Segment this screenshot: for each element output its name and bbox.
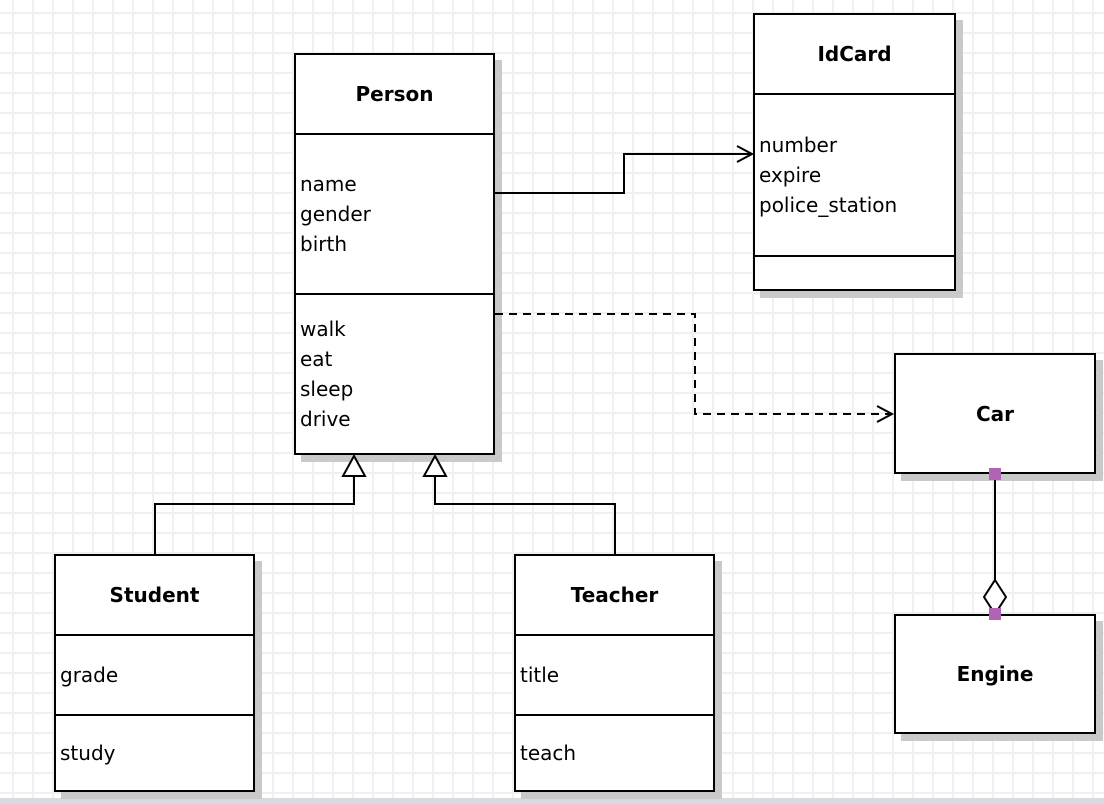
method: teach — [520, 741, 577, 765]
attribute: number — [759, 133, 838, 157]
class-title: Person — [355, 82, 434, 106]
class-title: Student — [109, 583, 200, 607]
edge-generalization-student-person[interactable] — [154, 476, 355, 554]
hollow-diamond-icon — [982, 578, 1008, 616]
methods-compartment: walk eat sleep drive — [296, 293, 493, 453]
class-box-student[interactable]: Student grade study — [54, 554, 255, 792]
class-box-car[interactable]: Car — [894, 353, 1096, 474]
attributes-compartment: title — [516, 634, 713, 714]
canvas-bottom-edge — [0, 798, 1104, 804]
methods-compartment: teach — [516, 714, 713, 790]
attributes-compartment: number expire police_station — [755, 93, 954, 255]
methods-compartment-empty — [755, 255, 954, 289]
class-box-engine[interactable]: Engine — [894, 614, 1096, 734]
attribute: name — [300, 172, 357, 196]
edge-generalization-teacher-person[interactable] — [434, 476, 616, 554]
attribute: birth — [300, 232, 347, 256]
class-box-idcard[interactable]: IdCard number expire police_station — [753, 13, 956, 291]
class-title: Car — [975, 401, 1015, 426]
open-arrowhead-icon — [736, 145, 755, 163]
edge-association-person-idcard[interactable] — [495, 153, 751, 194]
hollow-triangle-icon — [341, 453, 367, 477]
method: walk — [300, 317, 346, 341]
attribute: grade — [60, 663, 119, 687]
method: eat — [300, 347, 333, 371]
methods-compartment: study — [56, 714, 253, 790]
class-box-person[interactable]: Person name gender birth walk eat sleep … — [294, 53, 495, 455]
attributes-compartment: grade — [56, 634, 253, 714]
class-title: Teacher — [570, 583, 659, 607]
open-arrowhead-icon — [876, 405, 895, 423]
method: sleep — [300, 377, 354, 401]
attribute: expire — [759, 163, 822, 187]
class-title: Engine — [956, 662, 1034, 686]
edge-dependency-person-car[interactable] — [495, 313, 890, 415]
class-box-teacher[interactable]: Teacher title teach — [514, 554, 715, 792]
attribute: gender — [300, 202, 371, 226]
hollow-triangle-icon — [422, 453, 448, 477]
method: study — [60, 741, 116, 765]
attribute: police_station — [759, 193, 898, 217]
attribute: title — [520, 663, 560, 687]
class-title: IdCard — [817, 42, 892, 66]
attributes-compartment: name gender birth — [296, 133, 493, 293]
method: drive — [300, 407, 351, 431]
